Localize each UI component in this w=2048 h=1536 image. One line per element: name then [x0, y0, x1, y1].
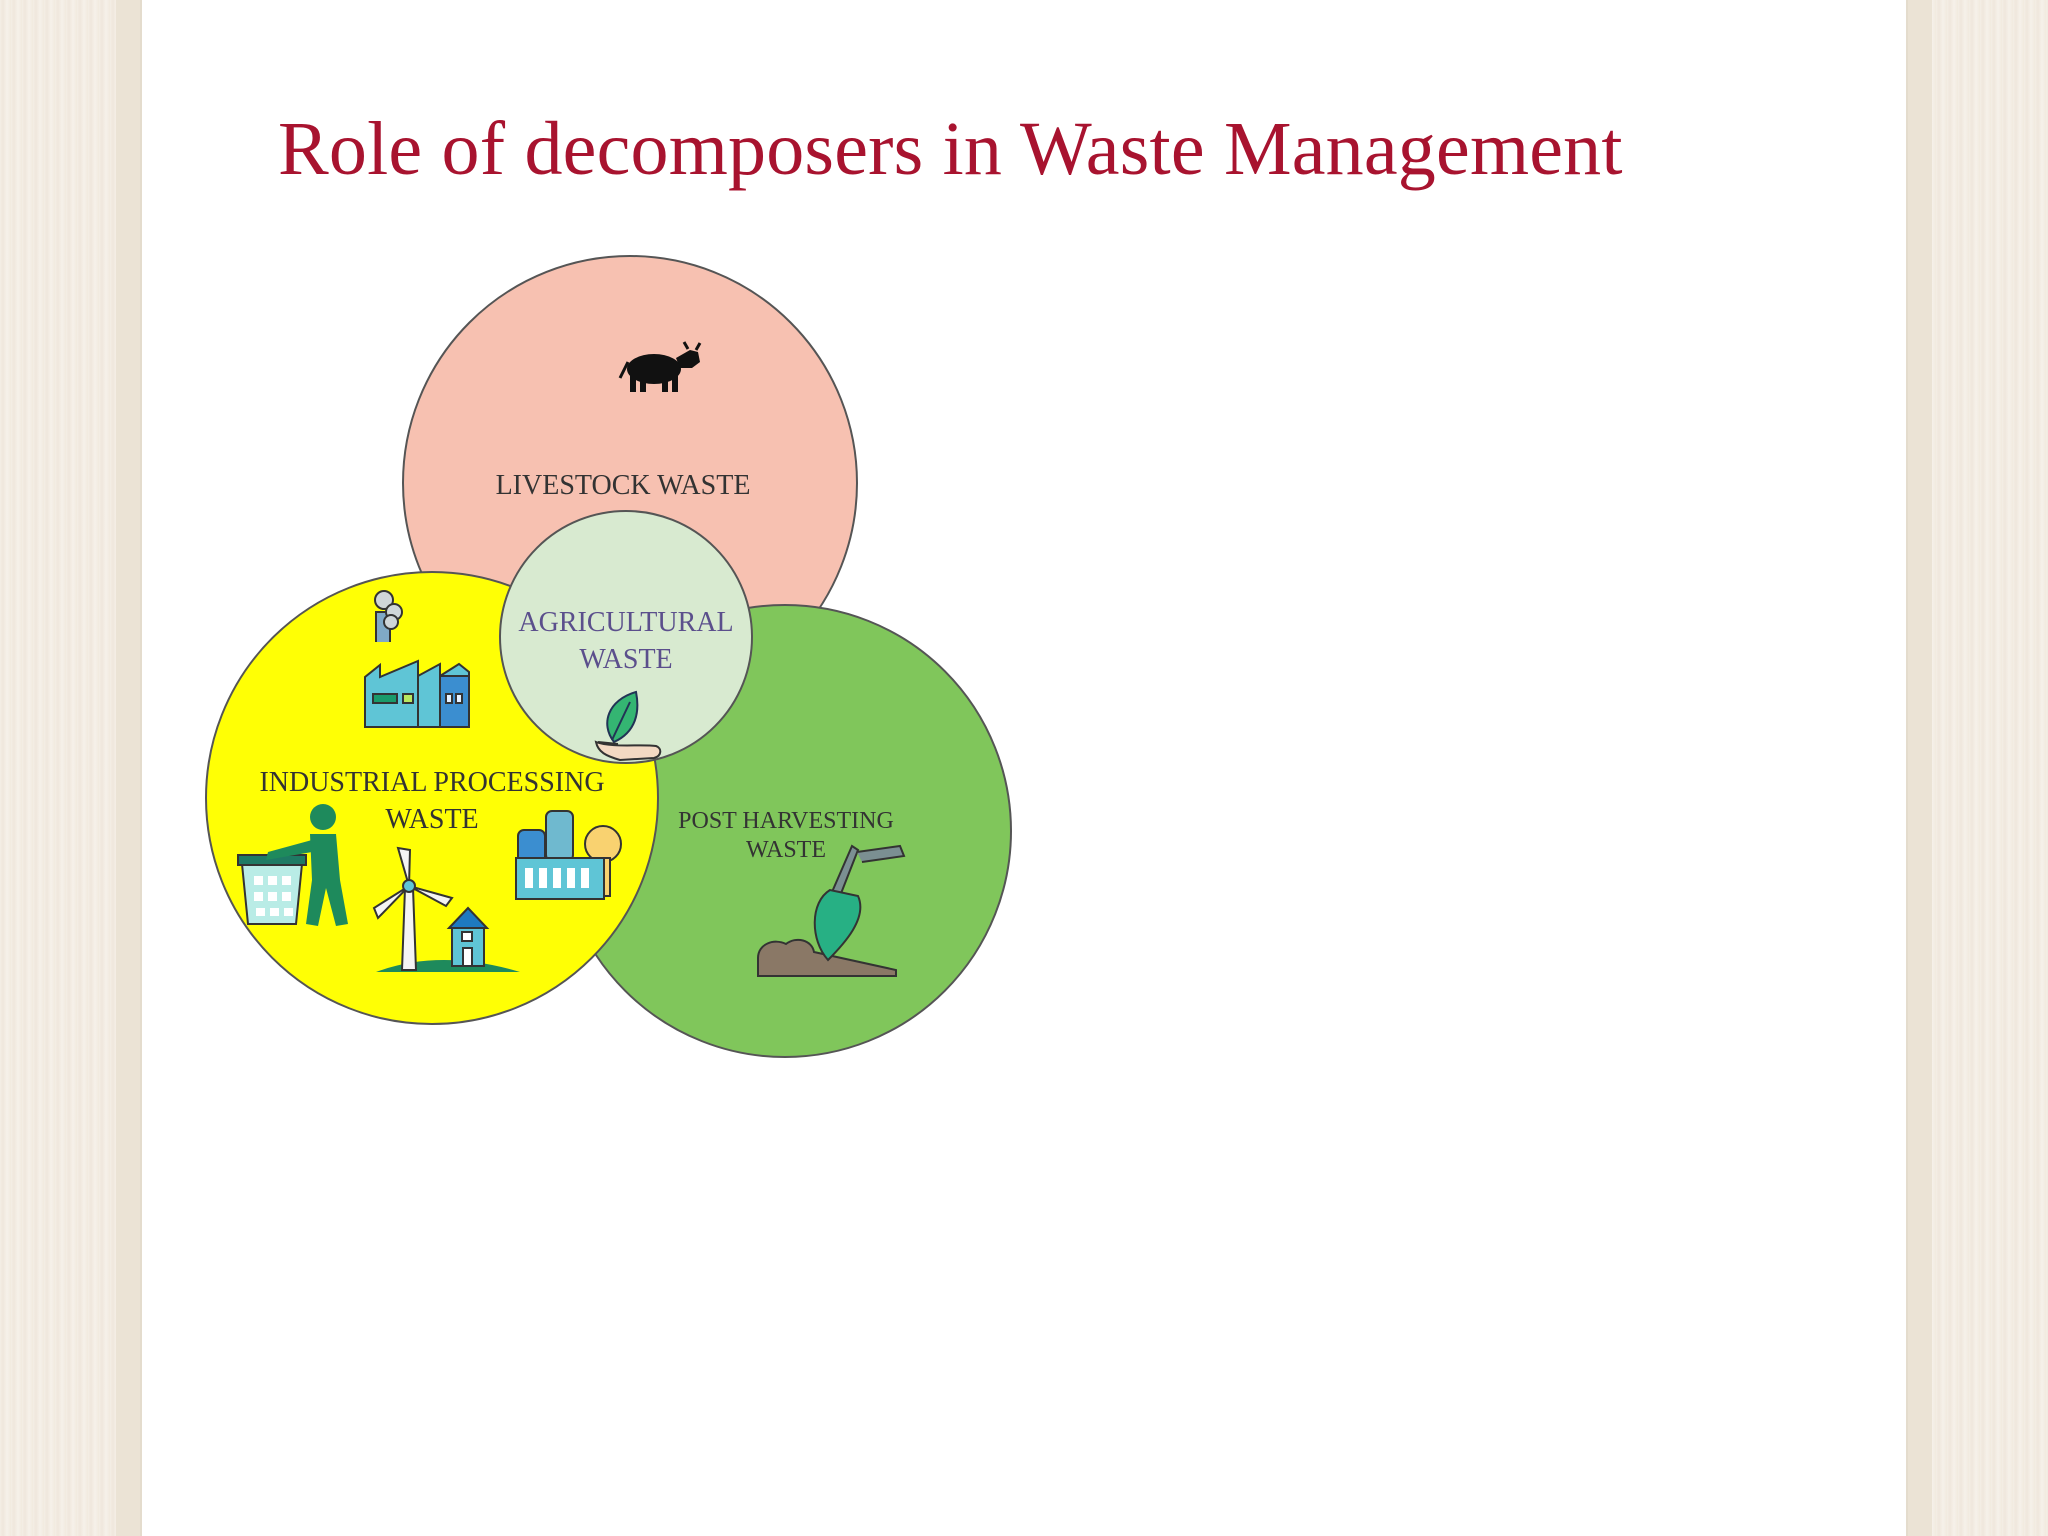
industrial-processing-waste-label-line1: INDUSTRIAL PROCESSING	[259, 767, 604, 798]
hand-leaf-icon	[594, 690, 662, 762]
post-harvesting-waste-label-line2: WASTE	[746, 837, 826, 863]
person-trash-bin-icon	[237, 804, 348, 926]
agricultural-waste-label-line2: WASTE	[579, 644, 672, 675]
slide-title: Role of decomposers in Waste Management	[278, 107, 1623, 191]
wind-turbine-icon	[372, 846, 520, 972]
trowel-icon	[757, 844, 906, 977]
agricultural-waste-circle	[499, 510, 753, 764]
industrial-processing-waste-label-line2: WASTE	[385, 804, 478, 835]
factory-icon	[364, 590, 470, 728]
agricultural-waste-label-line1: AGRICULTURAL	[518, 607, 733, 638]
livestock-waste-label: LIVESTOCK WASTE	[496, 470, 751, 501]
house-icon	[446, 906, 490, 967]
post-harvesting-waste-label-line1: POST HARVESTING	[678, 808, 894, 834]
cow-icon	[618, 341, 702, 392]
silo-building-icon	[515, 810, 622, 900]
